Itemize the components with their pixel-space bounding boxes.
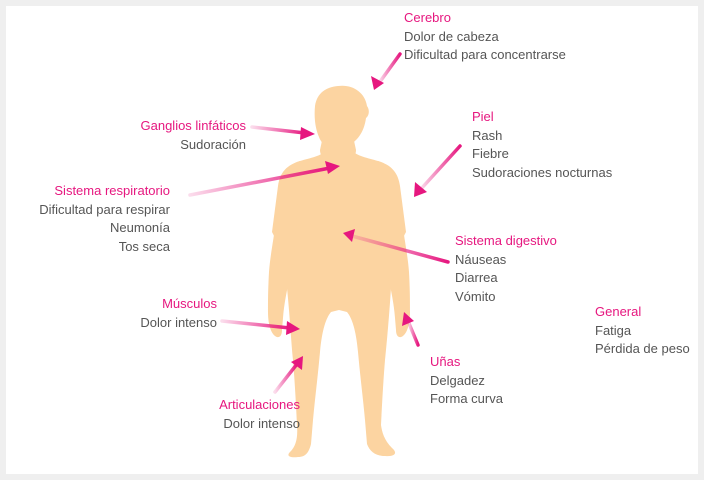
label-group-cerebro: Cerebro Dolor de cabeza Dificultad para … <box>404 9 566 65</box>
group-title: Músculos <box>140 295 217 314</box>
group-item: Dolor de cabeza <box>404 28 566 47</box>
group-item: Pérdida de peso <box>595 340 690 359</box>
group-item: Dificultad para concentrarse <box>404 46 566 65</box>
group-title: Ganglios linfáticos <box>141 117 247 136</box>
label-group-piel: Piel Rash Fiebre Sudoraciones nocturnas <box>472 108 612 182</box>
label-group-ganglios-linfaticos: Ganglios linfáticos Sudoración <box>141 117 247 154</box>
group-item: Diarrea <box>455 269 557 288</box>
group-item: Dificultad para respirar <box>39 201 170 220</box>
group-item: Dolor intenso <box>219 415 300 434</box>
group-title: Sistema digestivo <box>455 232 557 251</box>
group-title: Cerebro <box>404 9 566 28</box>
group-title: Uñas <box>430 353 503 372</box>
group-item: Fatiga <box>595 322 690 341</box>
group-item: Delgadez <box>430 372 503 391</box>
label-group-sistema-digestivo: Sistema digestivo Náuseas Diarrea Vómito <box>455 232 557 306</box>
group-title: General <box>595 303 690 322</box>
group-item: Vómito <box>455 288 557 307</box>
arrow-ganglios <box>252 127 315 140</box>
label-group-unas: Uñas Delgadez Forma curva <box>430 353 503 409</box>
group-item: Forma curva <box>430 390 503 409</box>
group-item: Neumonía <box>39 219 170 238</box>
group-item: Rash <box>472 127 612 146</box>
group-item: Tos seca <box>39 238 170 257</box>
group-item: Fiebre <box>472 145 612 164</box>
label-group-sistema-respiratorio: Sistema respiratorio Dificultad para res… <box>39 182 170 256</box>
label-group-musculos: Músculos Dolor intenso <box>140 295 217 332</box>
group-item: Náuseas <box>455 251 557 270</box>
group-title: Articulaciones <box>219 396 300 415</box>
label-group-general: General Fatiga Pérdida de peso <box>595 303 690 359</box>
group-title: Sistema respiratorio <box>39 182 170 201</box>
group-item: Sudoración <box>141 136 247 155</box>
arrow-cerebro <box>371 54 400 90</box>
label-group-articulaciones: Articulaciones Dolor intenso <box>219 396 300 433</box>
arrow-piel <box>414 146 460 197</box>
group-title: Piel <box>472 108 612 127</box>
arrow-musculos <box>222 321 300 335</box>
group-item: Dolor intenso <box>140 314 217 333</box>
group-item: Sudoraciones nocturnas <box>472 164 612 183</box>
